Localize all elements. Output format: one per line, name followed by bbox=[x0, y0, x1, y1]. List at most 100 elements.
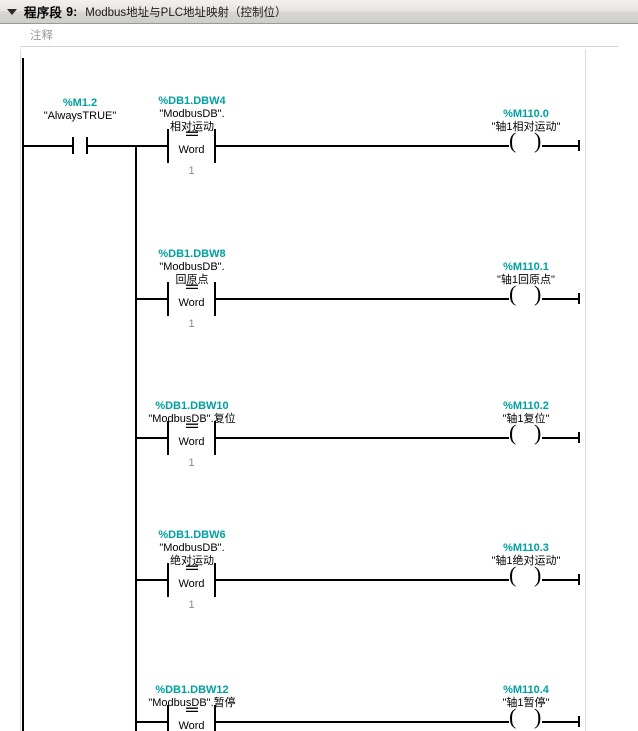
compare-box-equal-word-3[interactable]: == Word 1 bbox=[167, 561, 216, 611]
coil-paren-left: ( bbox=[509, 562, 517, 587]
wire-trunk-to-compare-1 bbox=[136, 298, 167, 300]
compare-symbol-line2: 相对运动 bbox=[170, 121, 214, 133]
compare-label-3: %DB1.DBW6"ModbusDB".绝对运动 bbox=[87, 529, 297, 568]
compare-datatype: Word bbox=[178, 578, 205, 590]
coil-paren-left: ( bbox=[509, 420, 517, 445]
compare-operand[interactable]: 1 bbox=[188, 599, 195, 611]
compare-bar-left bbox=[167, 129, 169, 163]
compare-datatype: Word bbox=[178, 720, 205, 731]
wire-compare-to-coil-3 bbox=[215, 579, 509, 581]
compare-address: %DB1.DBW12 bbox=[155, 684, 229, 696]
wire-trunk-to-compare-3 bbox=[136, 579, 167, 581]
network-comment-placeholder[interactable]: 注释 bbox=[30, 30, 53, 42]
compare-operator: == bbox=[185, 280, 198, 294]
contact-label-m1-2: %M1.2 "AlwaysTRUE" bbox=[20, 97, 140, 123]
network-label: 程序段 bbox=[24, 6, 63, 20]
coil-symbol: "轴1绝对运动" bbox=[491, 555, 561, 567]
network-description[interactable]: Modbus地址与PLC地址映射（控制位） bbox=[85, 6, 287, 19]
output-coil-2[interactable]: () bbox=[509, 422, 543, 447]
compare-label-1: %DB1.DBW8"ModbusDB".回原点 bbox=[87, 248, 297, 287]
compare-bar-left bbox=[167, 705, 169, 731]
coil-symbol: "轴1复位" bbox=[502, 413, 550, 425]
output-coil-3[interactable]: () bbox=[509, 564, 543, 589]
wire-coil-to-end-0 bbox=[542, 145, 578, 147]
coil-paren-right: ) bbox=[534, 562, 542, 587]
coil-address: %M110.1 bbox=[503, 261, 549, 273]
coil-paren-left: ( bbox=[509, 128, 517, 153]
compare-box-equal-word-0[interactable]: == Word 1 bbox=[167, 127, 216, 177]
contact-bar-right bbox=[86, 137, 88, 154]
coil-label-4: %M110.4"轴1暂停" bbox=[429, 684, 623, 710]
left-power-rail bbox=[22, 58, 24, 731]
normally-open-contact-m1-2[interactable] bbox=[72, 137, 88, 154]
coil-paren-left: ( bbox=[509, 281, 517, 306]
compare-symbol-line2: 回原点 bbox=[175, 274, 209, 286]
compare-operator: == bbox=[185, 561, 198, 575]
wire-coil-to-end-4 bbox=[542, 721, 578, 723]
contact-address: %M1.2 bbox=[62, 97, 98, 109]
compare-operand[interactable]: 1 bbox=[188, 165, 195, 177]
coil-symbol: "轴1相对运动" bbox=[491, 121, 561, 133]
network-comment-row[interactable]: 注释 bbox=[0, 24, 638, 46]
coil-symbol: "轴1暂停" bbox=[502, 697, 550, 709]
coil-label-3: %M110.3"轴1绝对运动" bbox=[429, 542, 623, 568]
output-coil-4[interactable]: () bbox=[509, 706, 543, 731]
wire-compare-to-coil-1 bbox=[215, 298, 509, 300]
compare-box-equal-word-1[interactable]: == Word 1 bbox=[167, 280, 216, 330]
wire-trunk-to-compare-2 bbox=[136, 437, 167, 439]
compare-symbol-line1: "ModbusDB". bbox=[159, 261, 225, 273]
wire-rail-to-contact bbox=[23, 145, 72, 147]
coil-address: %M110.3 bbox=[503, 542, 549, 554]
wire-trunk-to-compare-4 bbox=[136, 721, 167, 723]
coil-address: %M110.2 bbox=[503, 400, 549, 412]
compare-box-equal-word-2[interactable]: == Word 1 bbox=[167, 419, 216, 469]
compare-symbol-line2: 绝对运动 bbox=[170, 555, 214, 567]
wire-coil-to-end-1 bbox=[542, 298, 578, 300]
chevron-down-glyph bbox=[7, 8, 17, 15]
compare-symbol-line1: "ModbusDB".复位 bbox=[148, 413, 236, 425]
contact-symbol: "AlwaysTRUE" bbox=[43, 110, 117, 122]
compare-operator: == bbox=[185, 703, 198, 717]
wire-trunk-to-compare-0 bbox=[136, 145, 167, 147]
rung-end-tick-1 bbox=[578, 293, 580, 304]
compare-datatype: Word bbox=[178, 297, 205, 309]
compare-symbol-line1: "ModbusDB". bbox=[159, 108, 225, 120]
compare-label-4: %DB1.DBW12"ModbusDB".暂停 bbox=[87, 684, 297, 710]
comment-divider bbox=[20, 46, 618, 47]
compare-operator: == bbox=[185, 419, 198, 433]
compare-operator: == bbox=[185, 127, 198, 141]
compare-operand[interactable]: 1 bbox=[188, 457, 195, 469]
compare-bar-right bbox=[214, 705, 216, 731]
rung-end-tick-3 bbox=[578, 574, 580, 585]
wire-coil-to-end-2 bbox=[542, 437, 578, 439]
canvas-left-border bbox=[20, 49, 21, 731]
contact-bar-left bbox=[72, 137, 74, 154]
chevron-down-icon[interactable] bbox=[0, 0, 24, 23]
network-header-bar: 程序段 9 : Modbus地址与PLC地址映射（控制位） bbox=[0, 0, 638, 24]
compare-datatype: Word bbox=[178, 144, 205, 156]
compare-label-2: %DB1.DBW10"ModbusDB".复位 bbox=[87, 400, 297, 426]
compare-address: %DB1.DBW6 bbox=[158, 529, 226, 541]
ladder-canvas[interactable]: %M1.2 "AlwaysTRUE" %DB1.DBW4"ModbusDB".相… bbox=[0, 49, 638, 731]
output-coil-1[interactable]: () bbox=[509, 283, 543, 308]
output-coil-0[interactable]: () bbox=[509, 130, 543, 155]
compare-bar-left bbox=[167, 563, 169, 597]
coil-address: %M110.4 bbox=[503, 684, 549, 696]
compare-address: %DB1.DBW4 bbox=[158, 95, 226, 107]
compare-operand[interactable]: 1 bbox=[188, 318, 195, 330]
coil-address: %M110.0 bbox=[503, 108, 549, 120]
coil-label-1: %M110.1"轴1回原点" bbox=[429, 261, 623, 287]
compare-datatype: Word bbox=[178, 436, 205, 448]
compare-symbol-line1: "ModbusDB".暂停 bbox=[148, 697, 236, 709]
coil-paren-right: ) bbox=[534, 704, 542, 729]
compare-address: %DB1.DBW8 bbox=[158, 248, 226, 260]
rung-end-tick-0 bbox=[578, 140, 580, 151]
coil-paren-right: ) bbox=[534, 281, 542, 306]
wire-contact-to-branch bbox=[88, 145, 137, 147]
compare-symbol-line1: "ModbusDB". bbox=[159, 542, 225, 554]
coil-paren-left: ( bbox=[509, 704, 517, 729]
compare-bar-left bbox=[167, 421, 169, 455]
coil-paren-right: ) bbox=[534, 128, 542, 153]
wire-coil-to-end-3 bbox=[542, 579, 578, 581]
